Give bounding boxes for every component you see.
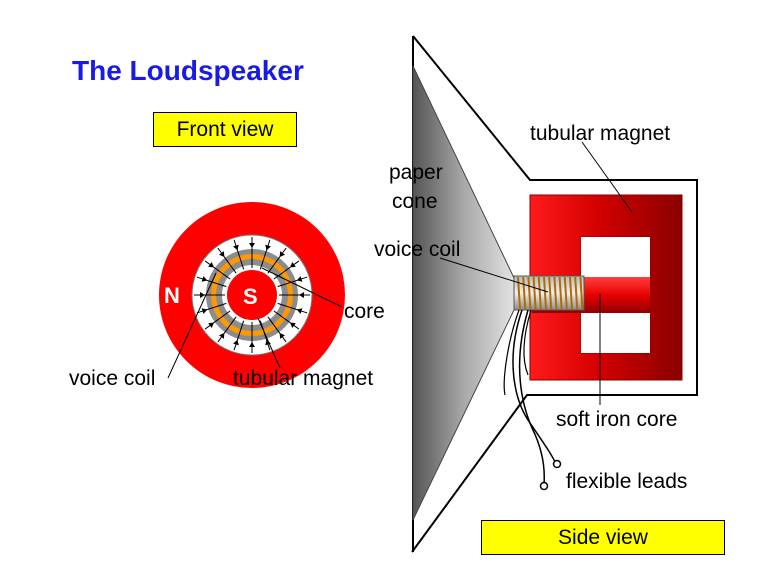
- field-line: [273, 310, 300, 330]
- coil-turn: [537, 276, 542, 310]
- field-arrowhead: [201, 308, 208, 314]
- flexible-lead-2: [518, 309, 545, 485]
- field-arrowhead: [201, 276, 208, 282]
- magnet-gap-top: [581, 237, 650, 277]
- label-cone: cone: [392, 190, 438, 213]
- lead-terminal-1: [552, 459, 562, 469]
- field-arrowhead: [290, 262, 296, 268]
- field-arrowhead: [279, 333, 285, 339]
- label-tubular-magnet-top: tubular magnet: [530, 122, 671, 145]
- label-voice-coil-left: voice coil: [69, 367, 156, 390]
- label-voice-coil-right: voice coil: [374, 238, 461, 261]
- side-view-label: Side view: [481, 520, 725, 555]
- field-arrowhead: [208, 322, 214, 328]
- label-paper: paper: [389, 161, 443, 184]
- field-line: [277, 276, 308, 288]
- field-arrowhead: [233, 339, 239, 346]
- front-core: [227, 270, 277, 320]
- field-line: [204, 310, 231, 330]
- field-arrowhead: [249, 243, 255, 248]
- voice-coil-turns: [517, 276, 584, 310]
- coil-turn: [553, 276, 558, 310]
- lead-terminal-2: [539, 481, 549, 491]
- field-arrowhead: [219, 251, 225, 257]
- speaker-housing-outline: [411, 35, 698, 553]
- paper-cone: [412, 65, 515, 521]
- field-line: [277, 302, 308, 314]
- coil-turn: [558, 276, 563, 310]
- coil-turn: [543, 276, 547, 310]
- field-arrowhead: [208, 262, 214, 268]
- magnet-gap-bottom: [581, 313, 650, 353]
- label-core: core: [344, 300, 385, 323]
- field-arrowhead: [233, 244, 239, 251]
- field-line: [233, 239, 245, 270]
- callout-voice-coil-right: [439, 257, 549, 293]
- callout-tubular-magnet-top: [581, 141, 633, 213]
- coil-turn: [522, 276, 527, 310]
- flexible-lead-1: [512, 309, 557, 465]
- coil-turn: [532, 276, 537, 310]
- coil-turn: [548, 276, 553, 310]
- field-arrowhead: [299, 292, 304, 298]
- label-soft-iron-core: soft iron core: [556, 408, 678, 431]
- coil-turn: [574, 276, 579, 310]
- field-arrowhead: [290, 322, 296, 328]
- front-view-label: Front view: [153, 112, 297, 147]
- field-line: [217, 316, 237, 343]
- field-arrowhead: [296, 308, 303, 314]
- page-title: The Loudspeaker: [72, 55, 304, 86]
- lead-wire-4: [523, 309, 532, 376]
- field-line: [267, 316, 287, 343]
- coil-turn: [527, 276, 532, 310]
- callout-voice-coil-left: [167, 272, 217, 379]
- field-arrowhead: [279, 251, 285, 257]
- field-arrowhead: [219, 333, 225, 339]
- field-line: [204, 260, 231, 280]
- coil-turn: [569, 276, 573, 310]
- field-line: [196, 302, 227, 314]
- callout-core: [261, 267, 343, 308]
- label-flexible-leads: flexible leads: [566, 470, 688, 493]
- field-arrowhead: [265, 244, 271, 251]
- field-line: [217, 247, 237, 274]
- field-arrowhead: [200, 292, 205, 298]
- field-line: [267, 247, 287, 274]
- coil-turn: [563, 276, 568, 310]
- coil-turn: [579, 276, 584, 310]
- lead-wire-3: [503, 309, 520, 396]
- field-line: [259, 239, 271, 270]
- callout-tubular-magnet-bottom: [257, 317, 281, 369]
- field-arrowhead: [296, 276, 303, 282]
- pole-north-label: N: [164, 283, 180, 308]
- field-arrowhead: [249, 342, 255, 347]
- field-line: [233, 320, 245, 351]
- pole-south-label: S: [243, 284, 258, 309]
- label-tubular-magnet-bottom: tubular magnet: [233, 367, 374, 390]
